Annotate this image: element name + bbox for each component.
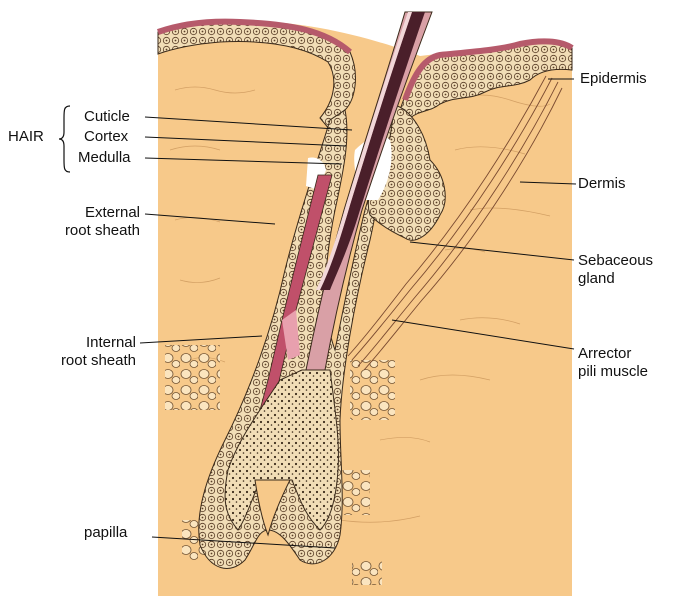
label-internal-line1: Internal — [24, 334, 136, 352]
label-internal-line2: root sheath — [24, 352, 136, 370]
label-sebaceous-gland: Sebaceous gland — [578, 252, 653, 288]
hair-brace — [58, 104, 74, 174]
label-cortex: Cortex — [84, 128, 128, 146]
label-sebaceous-line1: Sebaceous — [578, 252, 653, 270]
label-cuticle: Cuticle — [84, 108, 130, 126]
label-medulla: Medulla — [78, 149, 131, 167]
label-arrector-pili-muscle: Arrector pili muscle — [578, 345, 648, 381]
label-external-line2: root sheath — [28, 222, 140, 240]
label-arrector-line1: Arrector — [578, 345, 648, 363]
label-dermis: Dermis — [578, 175, 626, 193]
label-external-line1: External — [28, 204, 140, 222]
label-hair: HAIR — [8, 128, 44, 146]
label-sebaceous-line2: gland — [578, 270, 653, 288]
label-external-root-sheath: External root sheath — [28, 204, 140, 240]
label-arrector-line2: pili muscle — [578, 363, 648, 381]
label-papilla: papilla — [84, 524, 127, 542]
label-epidermis: Epidermis — [580, 70, 647, 88]
label-internal-root-sheath: Internal root sheath — [24, 334, 136, 370]
